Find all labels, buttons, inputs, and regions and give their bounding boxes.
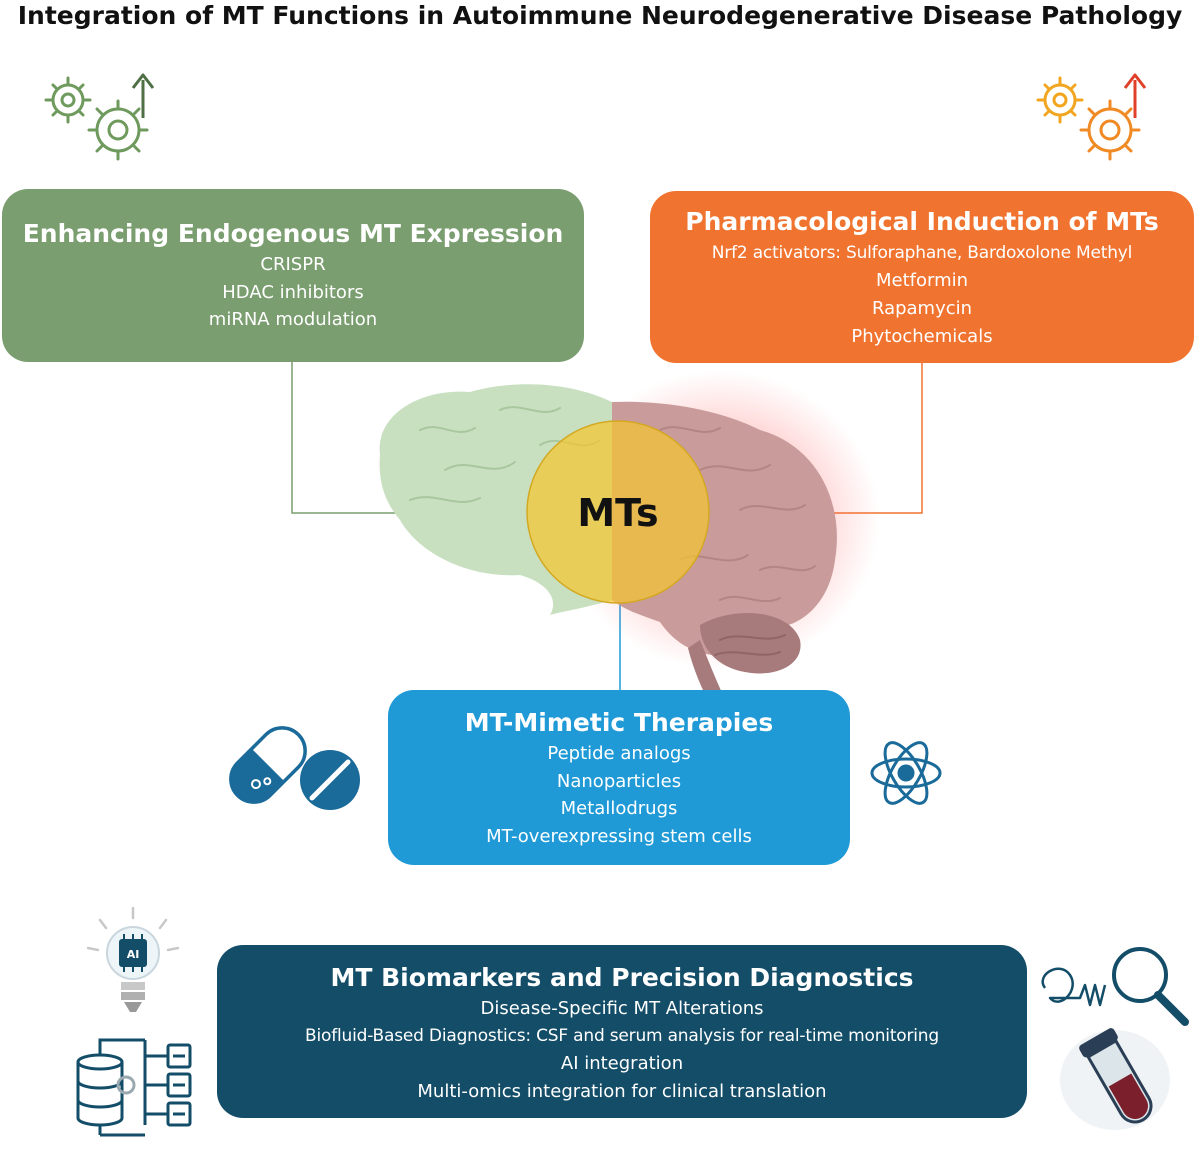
- list-item: Rapamycin: [871, 298, 973, 319]
- biomarkers-diagnostics-list: Disease-Specific MT Alterations Biofluid…: [217, 995, 1027, 1105]
- list-item: MT-overexpressing stem cells: [486, 825, 752, 847]
- mimetic-therapies-list: Peptide analogs Nanoparticles Metallodru…: [388, 740, 850, 850]
- atom-nanoparticle-icon: [870, 741, 942, 805]
- center-label: MTs: [577, 491, 659, 535]
- diagram-title: Integration of MT Functions in Autoimmun…: [17, 1, 1183, 30]
- list-item: Nrf2 activators: Sulforaphane, Bardoxolo…: [711, 243, 1133, 263]
- biomarkers-diagnostics-heading: MT Biomarkers and Precision Diagnostics: [330, 963, 914, 992]
- pharmacological-induction-heading: Pharmacological Induction of MTs: [685, 207, 1159, 236]
- list-item: AI integration: [560, 1053, 684, 1074]
- list-item: miRNA modulation: [208, 309, 378, 330]
- brain-cerebellum: [700, 613, 801, 674]
- list-item: Peptide analogs: [547, 743, 691, 764]
- list-item: Phytochemicals: [851, 326, 993, 347]
- mimetic-therapies-box: MT-Mimetic Therapies Peptide analogs Nan…: [388, 690, 850, 865]
- list-item: Metformin: [875, 270, 969, 291]
- list-item: HDAC inhibitors: [222, 281, 364, 303]
- list-item: CRISPR: [260, 254, 326, 275]
- list-item: Biofluid-Based Diagnostics: CSF and seru…: [305, 1025, 939, 1046]
- gears-arrow-icon-green: [44, 73, 155, 161]
- capsule-pill-icon: [229, 726, 360, 810]
- magnifier-testtube-icon: [1041, 947, 1189, 1130]
- ai-lightbulb-icon: AI: [86, 906, 180, 1012]
- list-item: Disease-Specific MT Alterations: [480, 998, 764, 1019]
- mts-center-circle: [526, 420, 710, 604]
- list-item: Multi-omics integration for clinical tra…: [417, 1080, 827, 1102]
- mimetic-therapies-heading: MT-Mimetic Therapies: [464, 708, 774, 737]
- list-item: Metallodrugs: [560, 798, 678, 819]
- ai-chip-label: AI: [127, 948, 140, 961]
- pharmacological-induction-list: Nrf2 activators: Sulforaphane, Bardoxolo…: [650, 239, 1194, 351]
- database-workflow-icon: [76, 1038, 192, 1137]
- biomarkers-diagnostics-box: MT Biomarkers and Precision Diagnostics …: [217, 945, 1027, 1118]
- list-item: Nanoparticles: [556, 770, 682, 792]
- pharmacological-induction-box: Pharmacological Induction of MTs Nrf2 ac…: [650, 191, 1194, 363]
- endogenous-expression-list: CRISPR HDAC inhibitors miRNA modulation: [2, 251, 584, 334]
- gears-arrow-icon-orange: [1036, 73, 1147, 161]
- endogenous-expression-heading: Enhancing Endogenous MT Expression: [22, 219, 564, 248]
- endogenous-expression-box: Enhancing Endogenous MT Expression CRISP…: [2, 189, 584, 362]
